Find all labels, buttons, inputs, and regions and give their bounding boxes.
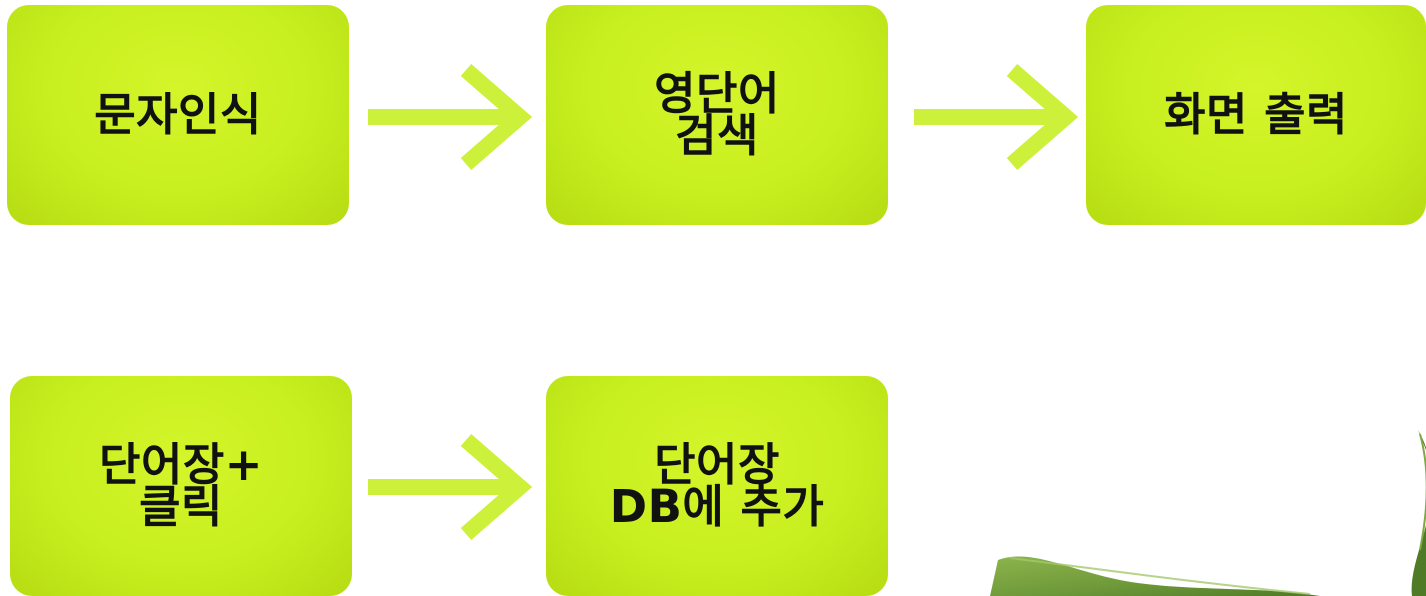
step-char-recognition: 문자인식 [7, 5, 349, 225]
step-word-search: 영단어 검색 [546, 5, 888, 225]
right-arrow-icon [368, 433, 533, 541]
step-label-line-2: 클릭 [139, 480, 223, 533]
leaf-icon [990, 430, 1426, 596]
step-label: 화면 출력 [1164, 88, 1348, 141]
step-label-line-1: 단어장+ [99, 438, 263, 491]
step-label-line-1: 단어장 [654, 438, 780, 491]
step-vocab-db-add: 단어장 DB에 추가 [546, 376, 888, 596]
step-label: 문자인식 [94, 88, 262, 141]
right-arrow-icon [914, 63, 1079, 171]
step-label-line-2: DB에 추가 [609, 480, 825, 533]
right-arrow-icon [368, 63, 533, 171]
step-vocab-click: 단어장+ 클릭 [10, 376, 352, 596]
step-label-line-1: 영단어 [654, 67, 780, 120]
step-label-line-2: 검색 [675, 109, 759, 162]
step-screen-output: 화면 출력 [1086, 5, 1426, 225]
